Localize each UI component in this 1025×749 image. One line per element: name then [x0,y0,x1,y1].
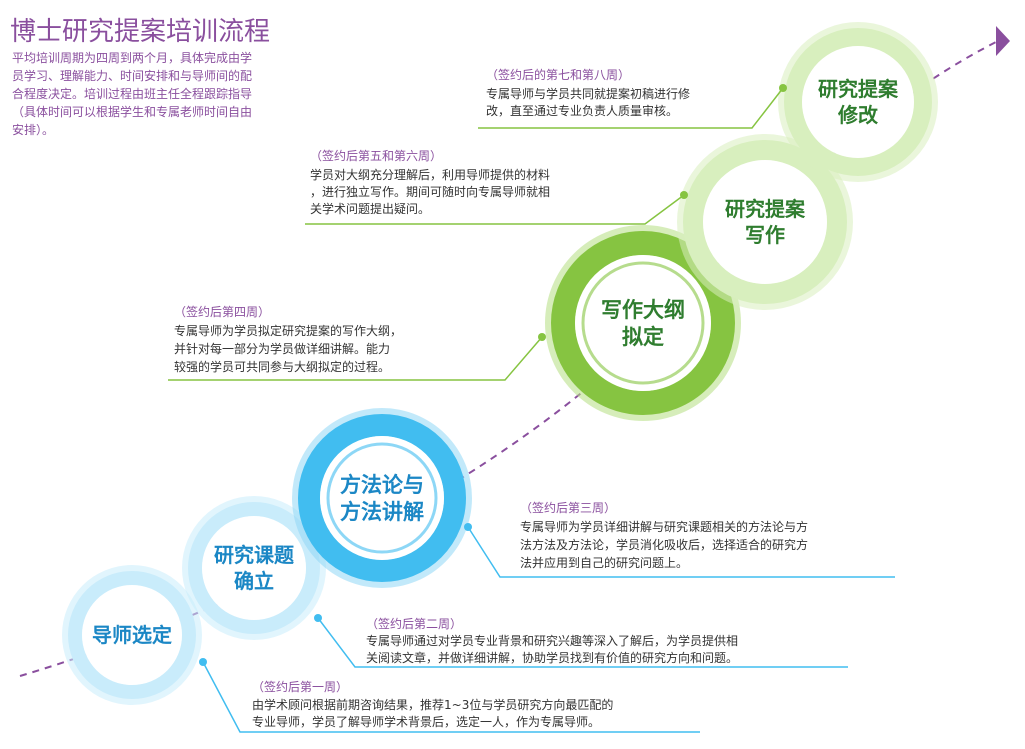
step-label: 研究提案 [818,77,899,101]
note-line: 由学术顾问根据前期咨询结果，推荐1~3位与学员研究方向最匹配的 [252,697,613,712]
connector-line [478,87,784,129]
intro-line: 合程度决定。培训过程由班主任全程跟踪指导 [12,86,252,101]
connector-line [467,526,895,578]
intro-line: （具体时间可以根据学生和专属老师时间自由 [12,104,252,119]
note-line: ，进行独立写作。期间可随时向专属导师就相 [310,184,550,199]
note-title: （签约后第三周） [520,500,616,515]
step-label: 导师选定 [92,623,172,647]
step-label: 确立 [234,569,274,593]
step-note-outline: （签约后第四周） 专属导师为学员拟定研究提案的写作大纲， 并针对每一部分为学员做详细… [168,304,546,381]
intro-line: 平均培训周期为四周到两个月，具体完成由学 [12,50,252,65]
circle-inner-ring [581,261,705,385]
intro-text: 平均培训周期为四周到两个月，具体完成由学 员学习、理解能力、时间安排和与导师间的… [12,50,256,137]
note-line: 专属导师与学员共同就提案初稿进行修 [486,86,690,101]
connector-line [202,661,700,733]
page-title: 博士研究提案培训流程 [10,17,270,47]
note-line: 学员对大纲充分理解后，利用导师提供的材料 [310,167,550,182]
note-title: （签约后第一周） [252,679,348,694]
circle-inner [82,585,182,685]
connector-line [305,194,685,225]
connector-dot [464,523,472,531]
note-title: （签约后第四周） [174,304,270,319]
connector-dot [538,333,546,341]
connector-line [317,617,848,668]
step-label: 方法论与 [340,473,424,497]
note-title: （签约后第五和第六周） [310,148,442,163]
circle-ring [551,231,735,415]
note-line: 专属导师为学员拟定研究提案的写作大纲， [174,323,402,338]
step-note-revision: （签约后的第七和第八周） 专属导师与学员共同就提案初稿进行修改，直至通过专业负责人… [478,67,787,129]
note-line: 关学术问题提出疑问。 [310,201,430,216]
step-label: 研究课题 [214,543,295,567]
note-line: 专属导师通过对学员专业背景和研究兴趣等深入了解后，为学员提供相 [366,633,738,648]
connector-dot [779,84,787,92]
circle-inner-ring [326,442,438,554]
note-line: 法并应用到自己的研究问题上。 [520,555,688,570]
circle-ring [784,28,932,176]
circle-inner [202,516,306,620]
note-title: （签约后第二周） [366,616,462,631]
circle-inner [802,46,914,158]
note-line: 专属导师为学员详细讲解与研究课题相关的方法论与方 [520,519,808,534]
intro-line: 安排）。 [12,122,54,137]
circle-ring [188,502,320,634]
circle-ring [68,571,196,699]
circle-ring [298,414,466,582]
circle-ring [683,140,847,304]
note-line: 并针对每一部分为学员做详细讲解。能力 [174,341,390,356]
connector-line [168,336,543,381]
connector-dot [199,658,207,666]
connector-dot [314,614,322,622]
step-label: 修改 [837,103,879,127]
note-line: 改，直至通过专业负责人质量审核。 [486,103,678,118]
step-note-method: （签约后第三周） 专属导师为学员详细讲解与研究课题相关的方法论与方法方法及方法论，… [464,500,895,578]
step-note-writing: （签约后第五和第六周） 学员对大纲充分理解后，利用导师提供的材料 ，进行独立写作。期… [305,148,688,225]
circle-inner [703,160,827,284]
step-label: 写作 [745,223,785,247]
step-label: 拟定 [622,325,664,349]
step-note-topic: （签约后第二周） 专属导师通过对学员专业背景和研究兴趣等深入了解后，为学员提供相关… [314,614,848,668]
step-note-mentor: （签约后第一周） 由学术顾问根据前期咨询结果，推荐1~3位与学员研究方向最匹配的专… [199,658,700,733]
circle-inner [575,255,711,391]
step-notes: （签约后第一周）由学术顾问根据前期咨询结果，推荐1~3位与学员研究方向最匹配的专… [168,67,895,733]
step-label: 研究提案 [725,197,806,221]
timeline-arrow-icon [996,26,1010,56]
connector-dot [680,191,688,199]
note-line: 专业导师，学员了解导师学术背景后，选定一人，作为专属导师。 [252,714,600,729]
intro-line: 员学习、理解能力、时间安排和与导师间的配 [12,68,252,83]
step-label: 方法讲解 [340,500,424,524]
step-label: 写作大纲 [601,298,685,322]
note-line: 关阅读文章，并做详细讲解，协助学员找到有价值的研究方向和问题。 [366,650,738,665]
note-title: （签约后的第七和第八周） [486,67,630,82]
note-line: 较强的学员可共同参与大纲拟定的过程。 [174,359,390,374]
circle-inner [320,436,444,560]
step-circle-mentor: 导师选定 [62,565,202,705]
note-line: 法方法及方法论，学员消化吸收后，选择适合的研究方 [520,537,808,552]
